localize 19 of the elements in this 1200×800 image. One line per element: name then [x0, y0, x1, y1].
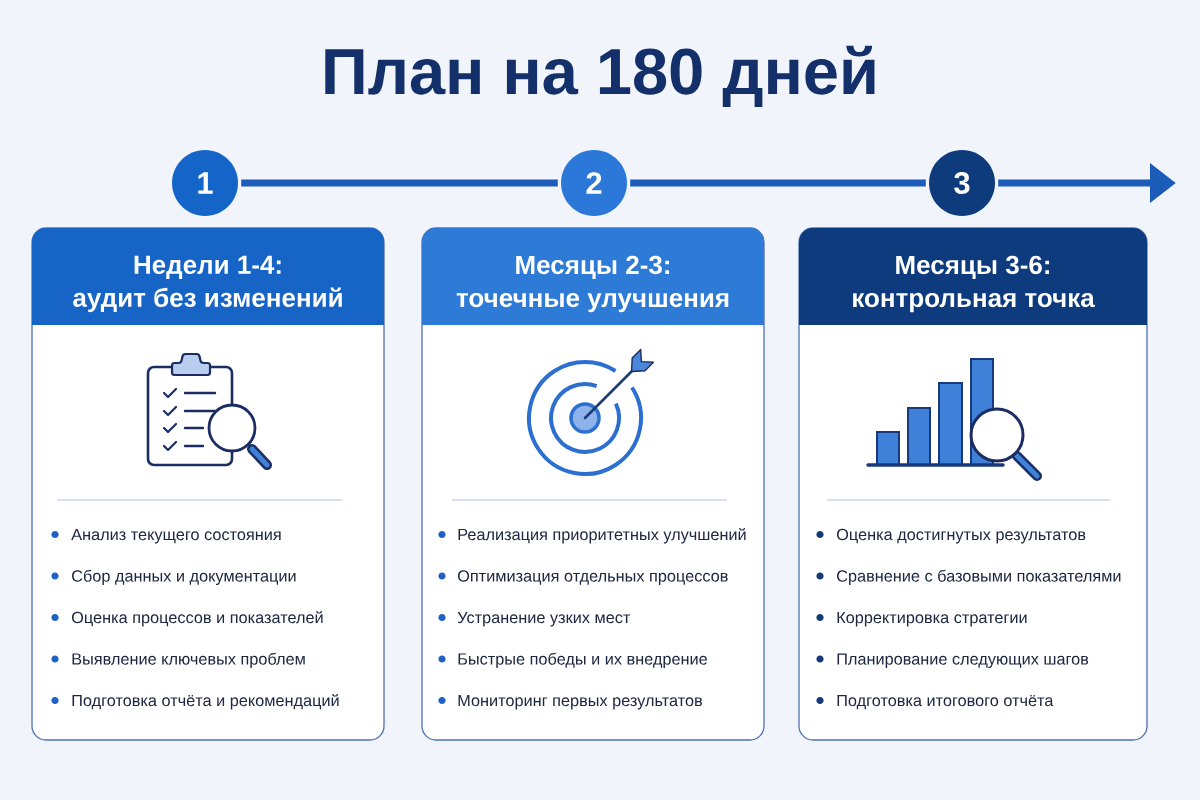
bullet-text: Быстрые победы и их внедрение: [458, 652, 707, 668]
bullet-text: Мониторинг первых результатов: [458, 694, 702, 710]
card-header: Месяцы 3-6: контрольная точка: [799, 228, 1147, 325]
bullet-text: Реализация приоритетных улучшений: [458, 528, 746, 544]
bullet-text: Корректировка стратегии: [837, 611, 1027, 627]
bullet-text: Оптимизация отдельных процессов: [458, 570, 728, 585]
bullet-text: Планирование следующих шагов: [837, 653, 1089, 668]
bullet-text: Выявление ключевых проблем: [72, 652, 305, 668]
card-header: Недели 1-4: аудит без изменений: [32, 228, 384, 325]
bullet-text: Подготовка итогового отчёта: [837, 694, 1054, 710]
bullet-text: Устранение узких мест: [457, 611, 631, 627]
bullet-text: Оценка процессов и показателей: [72, 611, 323, 627]
bullet-text: Оценка достигнутых результатов: [836, 528, 1086, 544]
title: План на 180 дней: [325, 45, 875, 107]
bullet-text: Сравнение с базовыми показателями: [837, 569, 1121, 585]
card-header: Месяцы 2-3: точечные улучшения: [422, 228, 764, 325]
bullet-text: Подготовка отчёта и рекомендаций: [72, 694, 339, 710]
bullet-text: Сбор данных и документации: [72, 569, 296, 585]
bullet-text: Анализ текущего состояния: [71, 528, 281, 544]
